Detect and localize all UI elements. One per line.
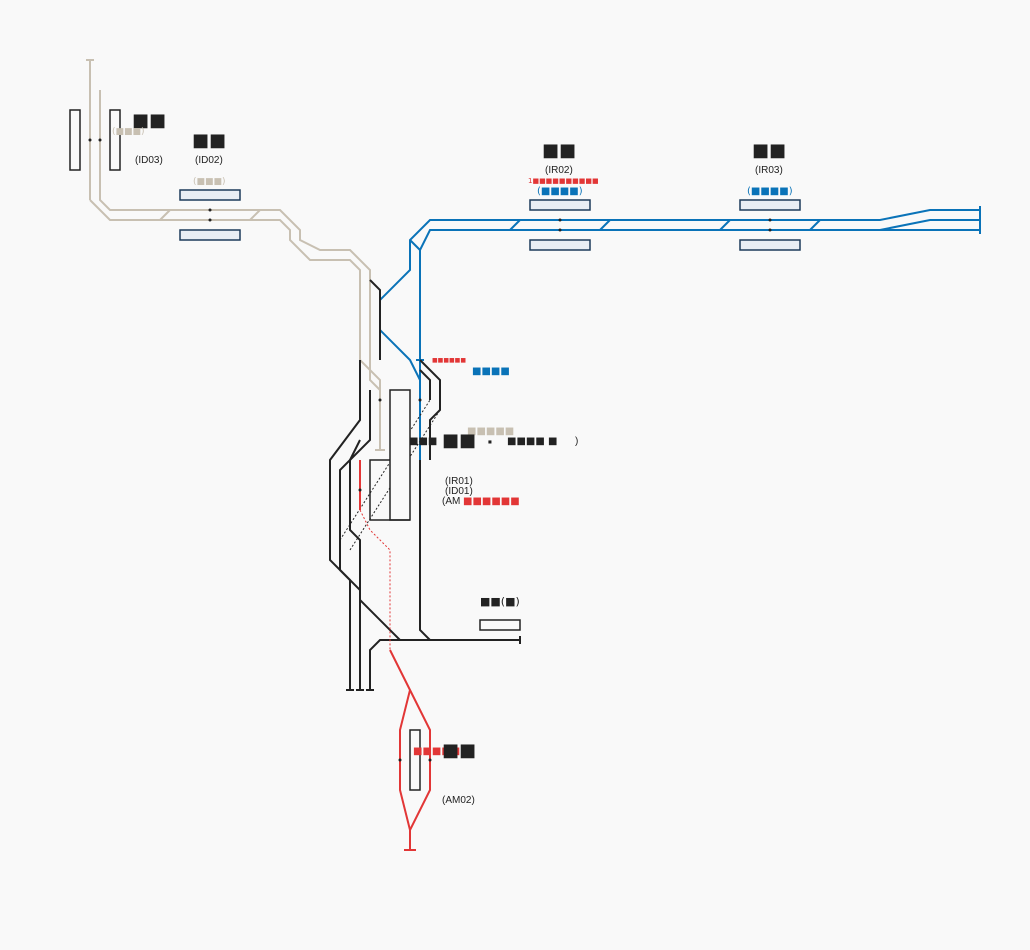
- marker-ir03-2: [768, 228, 772, 232]
- hub-name-dot: ■: [488, 439, 492, 444]
- hub-name-main: ■■: [442, 430, 476, 451]
- marker-hub-2: [418, 398, 422, 402]
- marker-id03-1: [88, 138, 92, 142]
- ir-line-crossover-4: [809, 219, 821, 231]
- id-line-track-upper: [99, 90, 381, 391]
- platform-id03-west: [69, 109, 81, 171]
- station-id03-sub: (■■■): [112, 127, 145, 137]
- station-am02-name: ■■: [442, 740, 476, 761]
- hub-red-label: ■■■■■■: [432, 357, 466, 364]
- platform-id03-east: [109, 109, 121, 171]
- ir-line-track-north: [379, 209, 980, 301]
- platform-hub-west: [369, 459, 410, 521]
- marker-hub-3: [358, 488, 362, 492]
- station-am02-code: (AM02): [442, 795, 475, 806]
- depot-name: ■■(■): [480, 595, 520, 608]
- marker-id03-2: [98, 138, 102, 142]
- marker-ir02-2: [558, 228, 562, 232]
- id-line-crossover-1: [159, 209, 171, 221]
- marker-id02-1: [208, 208, 212, 212]
- platform-depot: [479, 619, 521, 631]
- main-line-tracks: [329, 279, 521, 691]
- platform-ir02-south: [529, 239, 591, 251]
- station-ir02-code: (IR02): [545, 165, 573, 176]
- hub-name-left: ■■■: [409, 436, 437, 447]
- main-track-east: [419, 460, 431, 641]
- id-line-tracks: [86, 59, 385, 451]
- marker-am02-2: [428, 758, 432, 762]
- platform-id02-south: [179, 229, 241, 241]
- ir-line-crossover-1: [509, 219, 521, 231]
- ir-line-crossover-2: [599, 219, 611, 231]
- main-track-outer-west: [329, 360, 361, 690]
- am-line-underground: [359, 509, 391, 650]
- main-track-west: [339, 390, 371, 690]
- main-track-ir-link-2: [419, 369, 431, 400]
- id-line-crossover-2: [249, 209, 261, 221]
- platform-ir03-south: [739, 239, 801, 251]
- hub-blue-label: ■■■■: [472, 366, 510, 377]
- hub-code-am-red: ■■■■■■: [463, 496, 520, 507]
- station-id02-name: ■■: [192, 130, 226, 151]
- hub-code-ir01: (IR01): [445, 476, 473, 487]
- ir-line-link: [409, 239, 421, 251]
- platform-am02: [409, 729, 421, 791]
- platform-ir02-north: [529, 199, 591, 211]
- ir-line-branch-hub: [379, 329, 421, 381]
- station-ir02-name: ■■: [542, 140, 576, 161]
- station-ir03-code: (IR03): [755, 165, 783, 176]
- platform-id02-north: [179, 189, 241, 201]
- station-ir03-name: ■■: [752, 140, 786, 161]
- platforms: [69, 109, 801, 791]
- marker-id02-2: [208, 218, 212, 222]
- station-id02-code: (ID02): [195, 155, 223, 166]
- main-track-depot-lead: [369, 639, 520, 690]
- hub-name-right: ■■■■ ■: [507, 436, 557, 447]
- main-track-ir-link: [419, 359, 441, 460]
- ir-line-crossover-3: [719, 219, 731, 231]
- station-markers: [88, 138, 772, 762]
- marker-ir03-1: [768, 218, 772, 222]
- platform-hub-east: [389, 389, 411, 521]
- marker-am02-1: [398, 758, 402, 762]
- station-ir03-blue-label: (■■■■): [747, 186, 793, 197]
- station-ir02-blue-label: (■■■■): [537, 186, 583, 197]
- station-id02-sub: (■■■): [193, 177, 226, 187]
- hub-code-am: (AM: [442, 496, 460, 507]
- hub-code-id01: (ID01): [445, 486, 473, 497]
- platform-ir03-north: [739, 199, 801, 211]
- station-id03-code: (ID03): [135, 155, 163, 166]
- station-ir02-red-label: 1■■■■■■■■■■: [528, 177, 599, 185]
- hub-name-paren: ): [575, 436, 578, 447]
- ir-line-track-south: [419, 219, 980, 460]
- hub-tan-label: ■■■■■: [467, 426, 514, 437]
- ir-line-tracks: [379, 206, 981, 460]
- main-track-north-stub: [369, 279, 381, 360]
- station-am02-red-label: ■■■■■■: [413, 746, 470, 757]
- id-line-track-lower: [89, 199, 381, 450]
- marker-ir02-1: [558, 218, 562, 222]
- main-track-inner: [349, 439, 401, 641]
- station-id03-name: ■■: [132, 110, 166, 131]
- marker-hub-1: [378, 398, 382, 402]
